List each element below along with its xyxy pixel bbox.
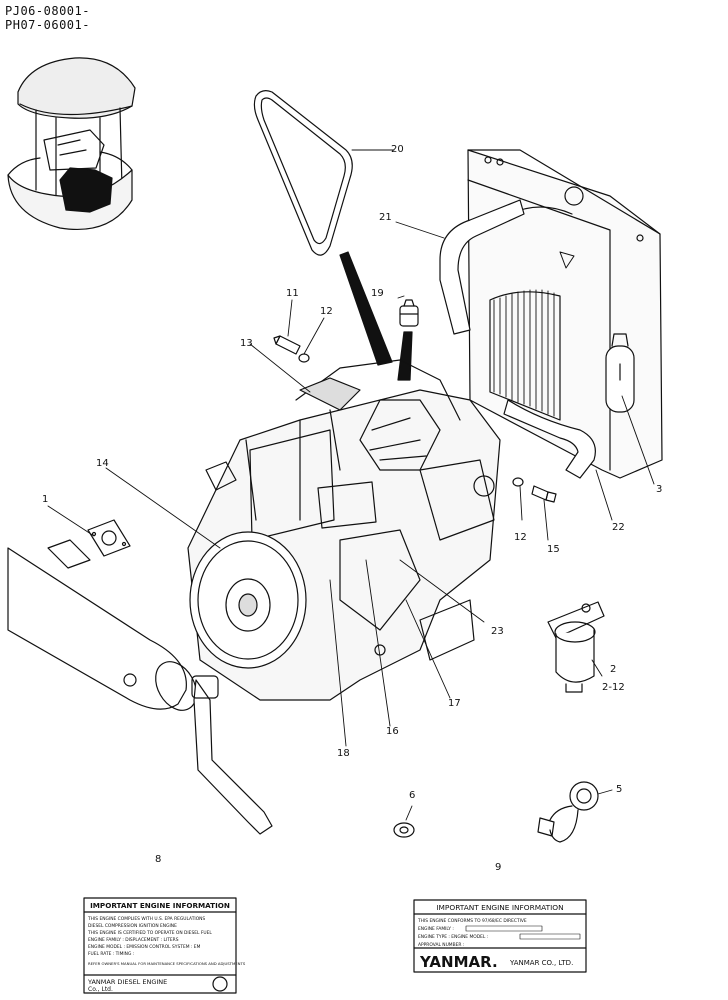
cap-pointer [397,331,413,381]
callout-13: 13 [240,338,253,349]
callout-14: 14 [96,458,109,469]
label-9-line: ENGINE FAMILY : [418,926,454,932]
exhaust-gasket [87,519,131,557]
label-9-company: YANMAR CO., LTD. [509,959,573,967]
label-8-title: IMPORTANT ENGINE INFORMATION [90,901,230,910]
callout-12-upper: 12 [320,306,333,317]
callout-20: 20 [391,144,404,155]
machine-overview-thumbnail [7,57,136,231]
label-8-line: THIS ENGINE COMPLIES WITH U.S. EPA REGUL… [87,916,205,922]
callout-11: 11 [286,288,299,299]
label-8-line: ENGINE FAMILY : DISPLACEMENT : LITERS [88,937,179,943]
callout-18: 18 [337,748,350,759]
washer-6 [393,822,415,838]
serial-range-2: PH07-06001- [5,18,90,32]
engine-info-label-9 [413,899,587,973]
label-9-line: THIS ENGINE CONFORMS TO 97/68/EC DIRECTI… [417,918,527,924]
engine-info-label-8 [83,897,237,994]
flywheel [189,531,307,669]
callout-9: 9 [495,862,502,873]
muffler [7,539,197,711]
v-belt [253,90,353,256]
label-9-title: IMPORTANT ENGINE INFORMATION [436,903,563,912]
washer-lower [512,477,524,487]
water-temp-sensor [531,485,557,503]
callout-8: 8 [155,854,162,865]
callout-2-12: 2-12 [602,682,625,693]
leader-lines [47,149,655,821]
callout-2: 2 [610,664,617,675]
callout-5: 5 [616,784,623,795]
callout-3: 3 [656,484,663,495]
callout-15: 15 [547,544,560,555]
label-8-brand: YANMAR DIESEL ENGINE [87,978,167,986]
serial-range-1: PJ06-08001- [5,4,90,18]
pipe-clamp [191,675,219,699]
switch-harness [537,781,599,843]
callout-6: 6 [409,790,416,801]
lower-radiator-hose [503,399,596,479]
callout-1: 1 [42,494,49,505]
washer-upper [298,353,310,363]
label-8-line: DIESEL COMPRESSION IGNITION ENGINE [88,923,177,929]
belt-pointer [339,251,393,366]
callout-23: 23 [491,626,504,637]
label-9-brand: YANMAR. [419,953,498,971]
tail-pipe [193,679,273,835]
reserve-tank [605,333,635,413]
oil-pressure-sensor [273,335,301,355]
label-8-line: ENGINE MODEL : EMISSION CONTROL SYSTEM :… [88,944,201,950]
fuel-filter [547,601,605,693]
upper-radiator-hose [439,199,525,335]
callout-21: 21 [379,212,392,223]
label-9-line: ENGINE TYPE : ENGINE MODEL : [418,934,488,940]
callout-17: 17 [448,698,461,709]
label-8-line: REFER OWNER'S MANUAL FOR MAINTENANCE SPE… [88,961,246,966]
callout-19: 19 [371,288,384,299]
radiator-cap [399,299,419,327]
callout-22: 22 [612,522,625,533]
label-9-line: APPROVAL NUMBER : [418,942,464,948]
label-8-line: FUEL RATE : TIMING : [88,951,134,957]
callout-12-lower: 12 [514,532,527,543]
label-8-company: Co., Ltd. [88,986,113,993]
label-8-line: THIS ENGINE IS CERTIFIED TO OPERATE ON D… [87,930,212,936]
callout-16: 16 [386,726,399,737]
